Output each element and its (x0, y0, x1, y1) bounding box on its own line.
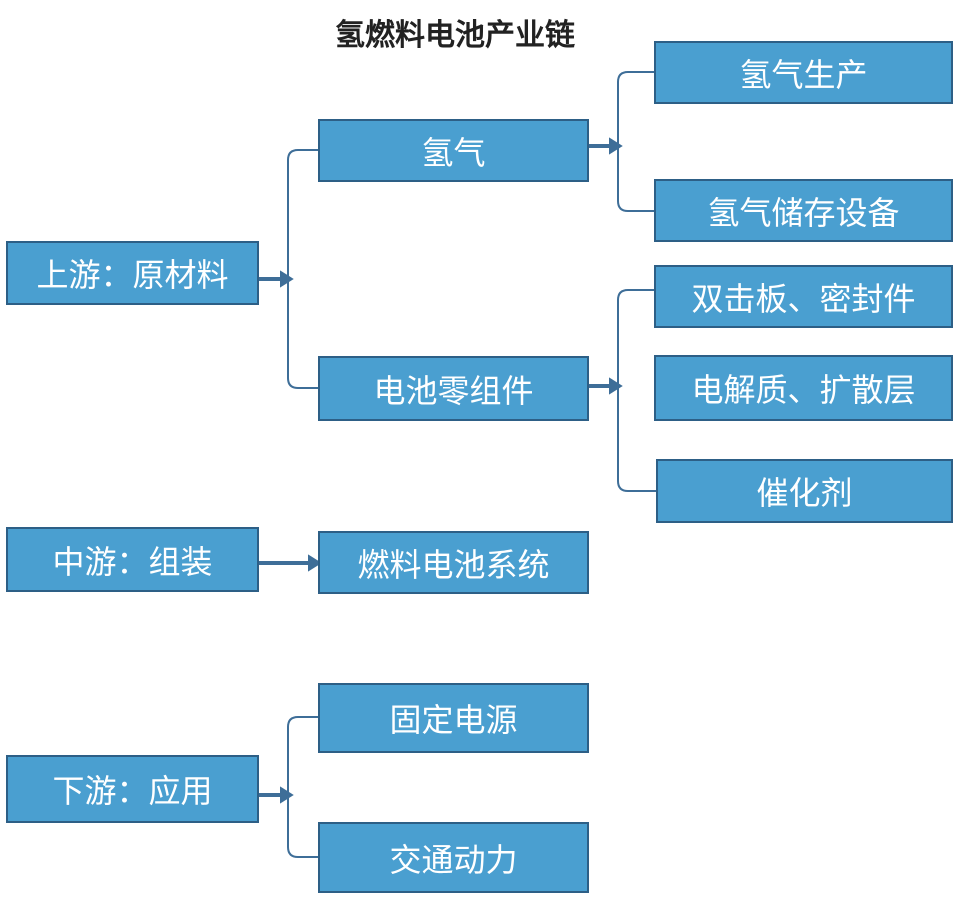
diagram-title: 氢燃料电池产业链 (335, 18, 575, 53)
node-fuel-cell-system: 燃料电池系统 (318, 531, 589, 594)
connector-hydrogen-bracket (617, 71, 654, 212)
connector-components-bracket (617, 289, 656, 492)
node-stationary-power: 固定电源 (318, 683, 589, 753)
node-midstream-assembly: 中游：组装 (6, 527, 259, 592)
node-hydrogen: 氢气 (318, 119, 589, 182)
node-hydrogen-storage: 氢气储存设备 (654, 179, 953, 242)
node-downstream-application: 下游：应用 (6, 755, 259, 823)
node-electrolyte-diffusion: 电解质、扩散层 (654, 355, 953, 421)
node-hydrogen-production: 氢气生产 (654, 41, 953, 104)
node-transport-power: 交通动力 (318, 822, 589, 893)
node-cell-components: 电池零组件 (318, 356, 589, 421)
node-catalyst: 催化剂 (656, 459, 953, 523)
node-upstream-raw-materials: 上游：原材料 (6, 241, 259, 305)
node-bipolar-plate-seal: 双击板、密封件 (654, 265, 953, 328)
connector-downstream-bracket (287, 716, 318, 858)
connector-upstream-bracket (287, 149, 318, 389)
